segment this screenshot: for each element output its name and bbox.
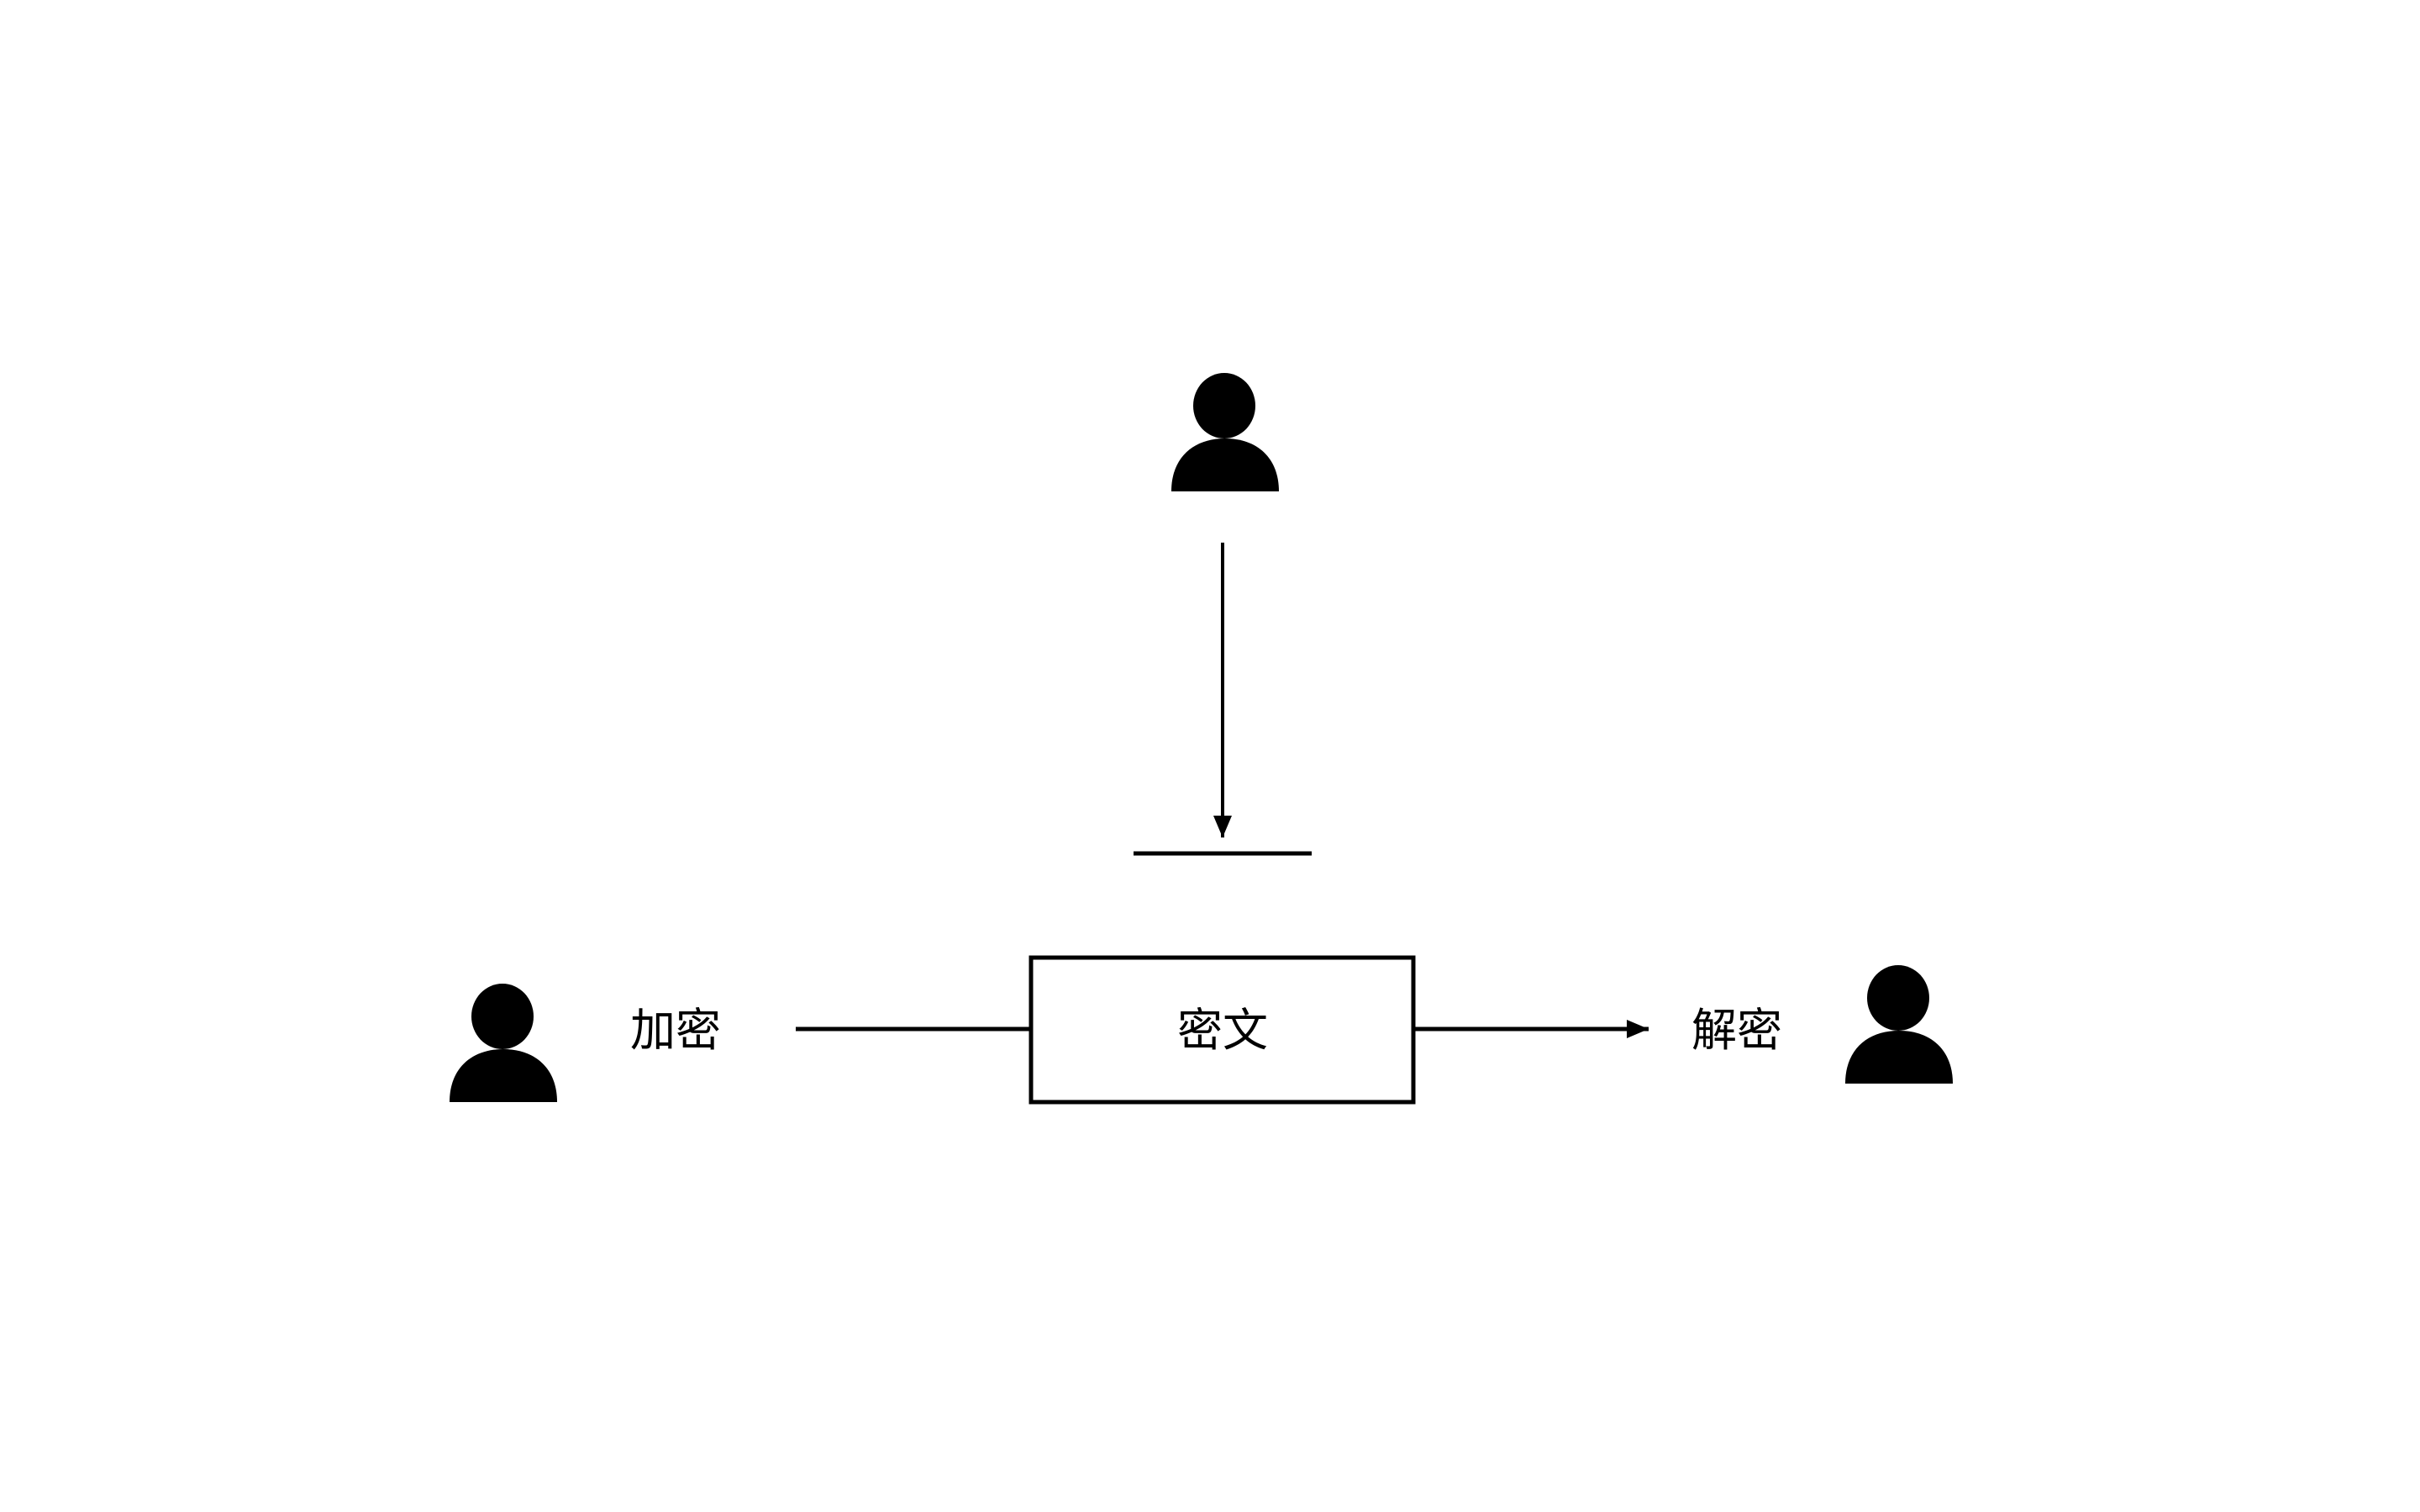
attacker-person-icon bbox=[1171, 373, 1279, 491]
sender-person-icon bbox=[450, 984, 557, 1102]
decrypt-label: 解密 bbox=[1691, 1004, 1782, 1057]
ciphertext-box bbox=[1028, 955, 1416, 1105]
receiver-person-icon bbox=[1845, 965, 1953, 1084]
ciphertext-label: 密文 bbox=[1177, 1004, 1268, 1057]
encrypt-label: 加密 bbox=[630, 1004, 721, 1057]
